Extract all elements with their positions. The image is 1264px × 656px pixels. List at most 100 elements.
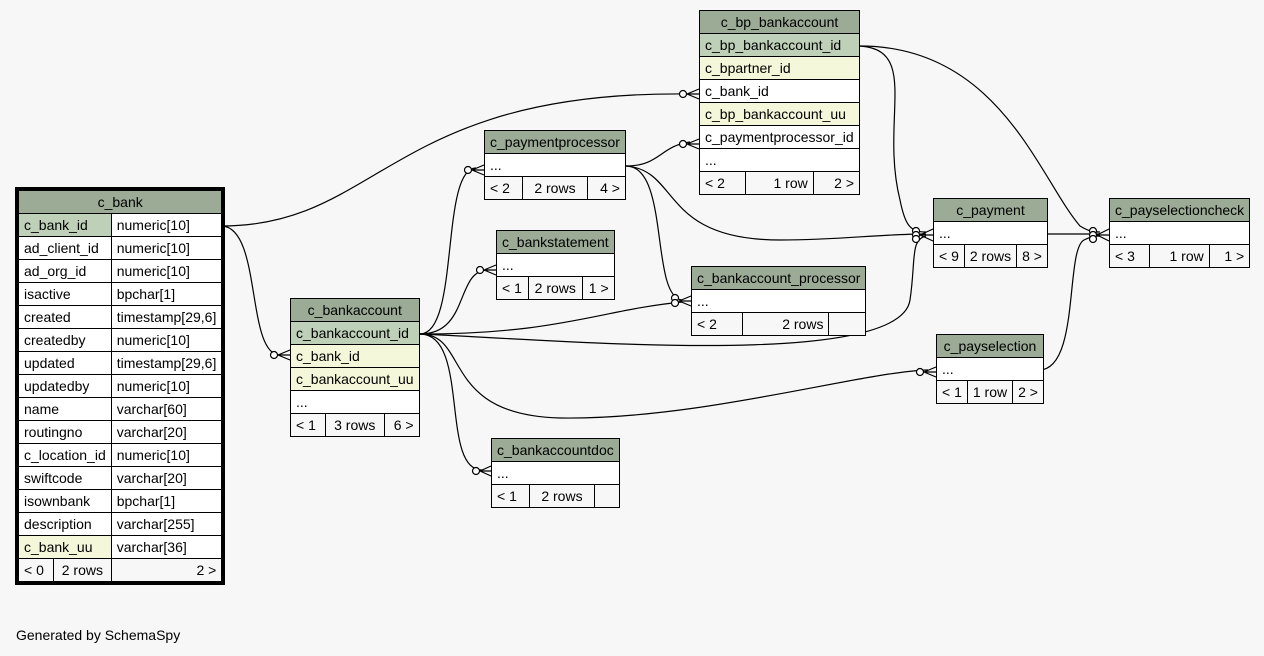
table-c-payselection: c_payselection ... < 1 1 row 2 >: [936, 334, 1044, 404]
marker-bankaccountdoc: [471, 466, 481, 476]
column-name[interactable]: updatedby: [18, 374, 112, 398]
column-name[interactable]: c_bankaccount_uu: [290, 367, 420, 391]
column-name[interactable]: c_paymentprocessor_id: [699, 125, 860, 149]
column-type: bpchar[1]: [110, 282, 223, 306]
column-name[interactable]: c_bank_id: [18, 213, 112, 237]
edge-bank-bpbankaccount: [221, 93, 691, 227]
column-type: varchar[20]: [110, 466, 223, 490]
column-name[interactable]: isownbank: [18, 489, 112, 513]
edge-payselection-payselectioncheck: [1038, 235, 1101, 371]
column-type: varchar[20]: [110, 420, 223, 444]
column-name[interactable]: updated: [18, 351, 112, 375]
children-link[interactable]: [593, 484, 620, 508]
column-type: varchar[36]: [110, 535, 223, 559]
row-count: 3 rows: [324, 413, 385, 437]
children-link[interactable]: 6 >: [383, 413, 420, 437]
table-title[interactable]: c_bp_bankaccount: [699, 10, 860, 34]
table-title[interactable]: c_bankaccount_processor: [690, 266, 867, 290]
column-name[interactable]: ad_org_id: [18, 259, 112, 283]
parents-link[interactable]: < 2: [483, 176, 524, 200]
column-name[interactable]: c_location_id: [18, 443, 112, 467]
column-type: timestamp[29,6]: [110, 305, 223, 329]
column-name[interactable]: created: [18, 305, 112, 329]
parents-link[interactable]: < 1: [490, 484, 531, 508]
column-type: numeric[10]: [110, 213, 223, 237]
edge-bankaccount-payment: [419, 235, 927, 347]
edge-bankaccount-payselection: [419, 333, 929, 419]
column-type: numeric[10]: [110, 328, 223, 352]
column-name[interactable]: name: [18, 397, 112, 421]
marker-payselection: [915, 367, 925, 377]
more-columns[interactable]: ...: [936, 357, 1044, 381]
edge-bankaccount-bankstatement: [419, 269, 489, 335]
table-title[interactable]: c_bank: [17, 190, 223, 214]
table-title[interactable]: c_bankaccountdoc: [491, 438, 620, 462]
column-type: numeric[10]: [110, 443, 223, 467]
table-title[interactable]: c_bankaccount: [290, 298, 420, 322]
table-c-bankstatement: c_bankstatement ... < 1 2 rows 1 >: [496, 230, 615, 300]
table-title[interactable]: c_bankstatement: [496, 230, 615, 254]
column-name[interactable]: c_bp_bankaccount_uu: [699, 102, 860, 126]
column-name[interactable]: c_bpartner_id: [699, 56, 860, 80]
more-columns[interactable]: ...: [496, 253, 615, 277]
table-c-bankaccount-processor: c_bankaccount_processor ... < 2 2 rows: [690, 266, 867, 336]
edge-paymentprocessor-payment: [625, 165, 927, 241]
children-link[interactable]: 2 >: [110, 558, 223, 582]
more-columns[interactable]: ...: [1108, 221, 1251, 245]
more-columns[interactable]: ...: [699, 148, 860, 172]
row-count: 2 rows: [529, 484, 595, 508]
column-name[interactable]: isactive: [18, 282, 112, 306]
marker-bankaccount-bank: [269, 350, 279, 360]
more-columns[interactable]: ...: [690, 289, 867, 313]
children-link[interactable]: [828, 312, 867, 336]
column-name[interactable]: swiftcode: [18, 466, 112, 490]
children-link[interactable]: 2 >: [1012, 380, 1044, 404]
row-count: 2 rows: [742, 312, 830, 336]
table-c-payselectioncheck: c_payselectioncheck ... < 3 1 row 1 >: [1108, 198, 1251, 268]
row-count: 2 rows: [963, 244, 1018, 268]
parents-link[interactable]: < 1: [496, 276, 529, 300]
column-type: varchar[255]: [110, 512, 223, 536]
column-name[interactable]: c_bank_id: [290, 344, 420, 368]
edge-bankaccount-bankaccountprocessor: [419, 301, 683, 335]
children-link[interactable]: 8 >: [1016, 244, 1048, 268]
more-columns[interactable]: ...: [484, 153, 626, 177]
column-name[interactable]: c_bankaccount_id: [290, 321, 420, 345]
edge-bank-bankaccount: [221, 225, 281, 356]
more-columns[interactable]: ...: [290, 390, 420, 414]
marker-bpbankaccount-bank: [678, 89, 688, 99]
column-name[interactable]: ad_client_id: [18, 236, 112, 260]
column-name[interactable]: description: [18, 512, 112, 536]
row-count: 2 rows: [527, 276, 583, 300]
parents-link[interactable]: < 2: [698, 171, 747, 195]
children-link[interactable]: 1 >: [581, 276, 615, 300]
children-link[interactable]: 4 >: [586, 176, 626, 200]
more-columns[interactable]: ...: [491, 461, 620, 485]
column-name[interactable]: c_bp_bankaccount_id: [699, 33, 860, 57]
column-name[interactable]: createdby: [18, 328, 112, 352]
parents-link[interactable]: < 0: [19, 559, 54, 581]
marker-bap-2: [670, 298, 680, 308]
row-count: 1 row: [966, 380, 1014, 404]
marker-bpbankaccount-pp: [678, 139, 688, 149]
column-name[interactable]: c_bank_uu: [18, 535, 112, 559]
table-title[interactable]: c_paymentprocessor: [484, 130, 626, 154]
parents-link[interactable]: < 3: [1108, 244, 1151, 268]
table-title[interactable]: c_payselectioncheck: [1108, 198, 1251, 222]
column-name[interactable]: routingno: [18, 420, 112, 444]
column-type: varchar[60]: [110, 397, 223, 421]
parents-link[interactable]: < 2: [690, 312, 744, 336]
parents-link[interactable]: < 9: [933, 244, 965, 268]
parents-link[interactable]: < 1: [290, 413, 326, 437]
column-name[interactable]: c_bank_id: [699, 79, 860, 103]
marker-paymentprocessor: [463, 165, 473, 175]
edge-bpbankaccount-payment: [859, 45, 927, 233]
table-title[interactable]: c_payment: [933, 198, 1048, 222]
more-columns[interactable]: ...: [933, 221, 1048, 245]
children-link[interactable]: 2 >: [812, 171, 861, 195]
children-link[interactable]: 1 >: [1208, 244, 1251, 268]
edge-bankaccount-paymentprocessor: [419, 167, 477, 335]
table-title[interactable]: c_payselection: [936, 334, 1044, 358]
parents-link[interactable]: < 1: [936, 380, 968, 404]
